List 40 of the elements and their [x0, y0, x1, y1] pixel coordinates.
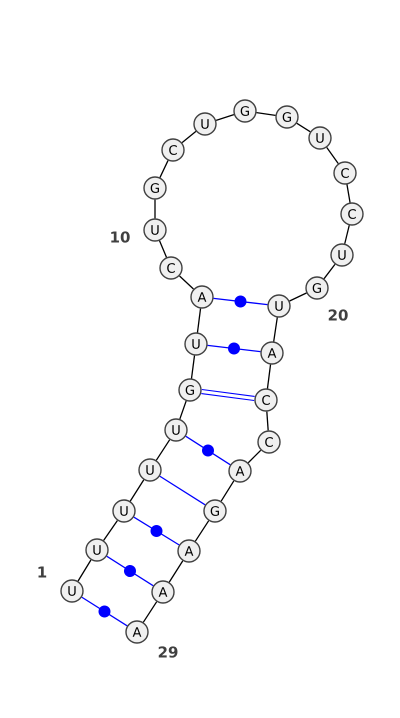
- backbone-line: [296, 122, 310, 132]
- base-pair-line: [160, 476, 206, 506]
- backbone-line: [194, 520, 210, 542]
- backbone-line: [216, 114, 234, 121]
- backbone-line: [289, 292, 307, 302]
- position-number: 1: [38, 566, 46, 578]
- base-pair-line: [214, 296, 268, 308]
- backbone-line: [130, 480, 144, 502]
- backbone-line: [158, 240, 168, 258]
- backbone-line: [179, 400, 187, 420]
- backbone-line: [142, 601, 158, 623]
- base-pair-line: [208, 342, 260, 354]
- backbone-line: [179, 276, 194, 290]
- base-pair-line: [82, 596, 128, 626]
- base-pair-line: [201, 388, 255, 402]
- backbone-line: [273, 317, 278, 342]
- backbone-line: [256, 112, 276, 116]
- backbone-line: [266, 412, 269, 430]
- position-number: 29: [158, 646, 178, 658]
- backbone-line: [220, 480, 234, 502]
- backbone-line: [156, 439, 170, 461]
- backbone-line: [248, 450, 262, 464]
- backbone-line: [154, 200, 156, 218]
- backbone-line: [326, 147, 339, 164]
- backbone-line: [344, 225, 350, 244]
- backbone-line: [103, 520, 118, 541]
- position-number: 10: [111, 231, 130, 243]
- backbone-line: [159, 160, 169, 178]
- backbone-line: [324, 264, 336, 280]
- position-number: 20: [328, 309, 348, 321]
- backbone-line: [78, 560, 92, 582]
- base-pair-line: [134, 516, 180, 546]
- base-pair-line: [186, 436, 230, 466]
- backbone-line: [182, 130, 196, 144]
- backbone-line: [196, 308, 202, 332]
- backbone-line: [190, 356, 196, 378]
- base-pair-line: [106, 556, 154, 586]
- backbone-line: [168, 560, 184, 582]
- backbone-line: [266, 364, 272, 388]
- backbone-line: [346, 184, 351, 203]
